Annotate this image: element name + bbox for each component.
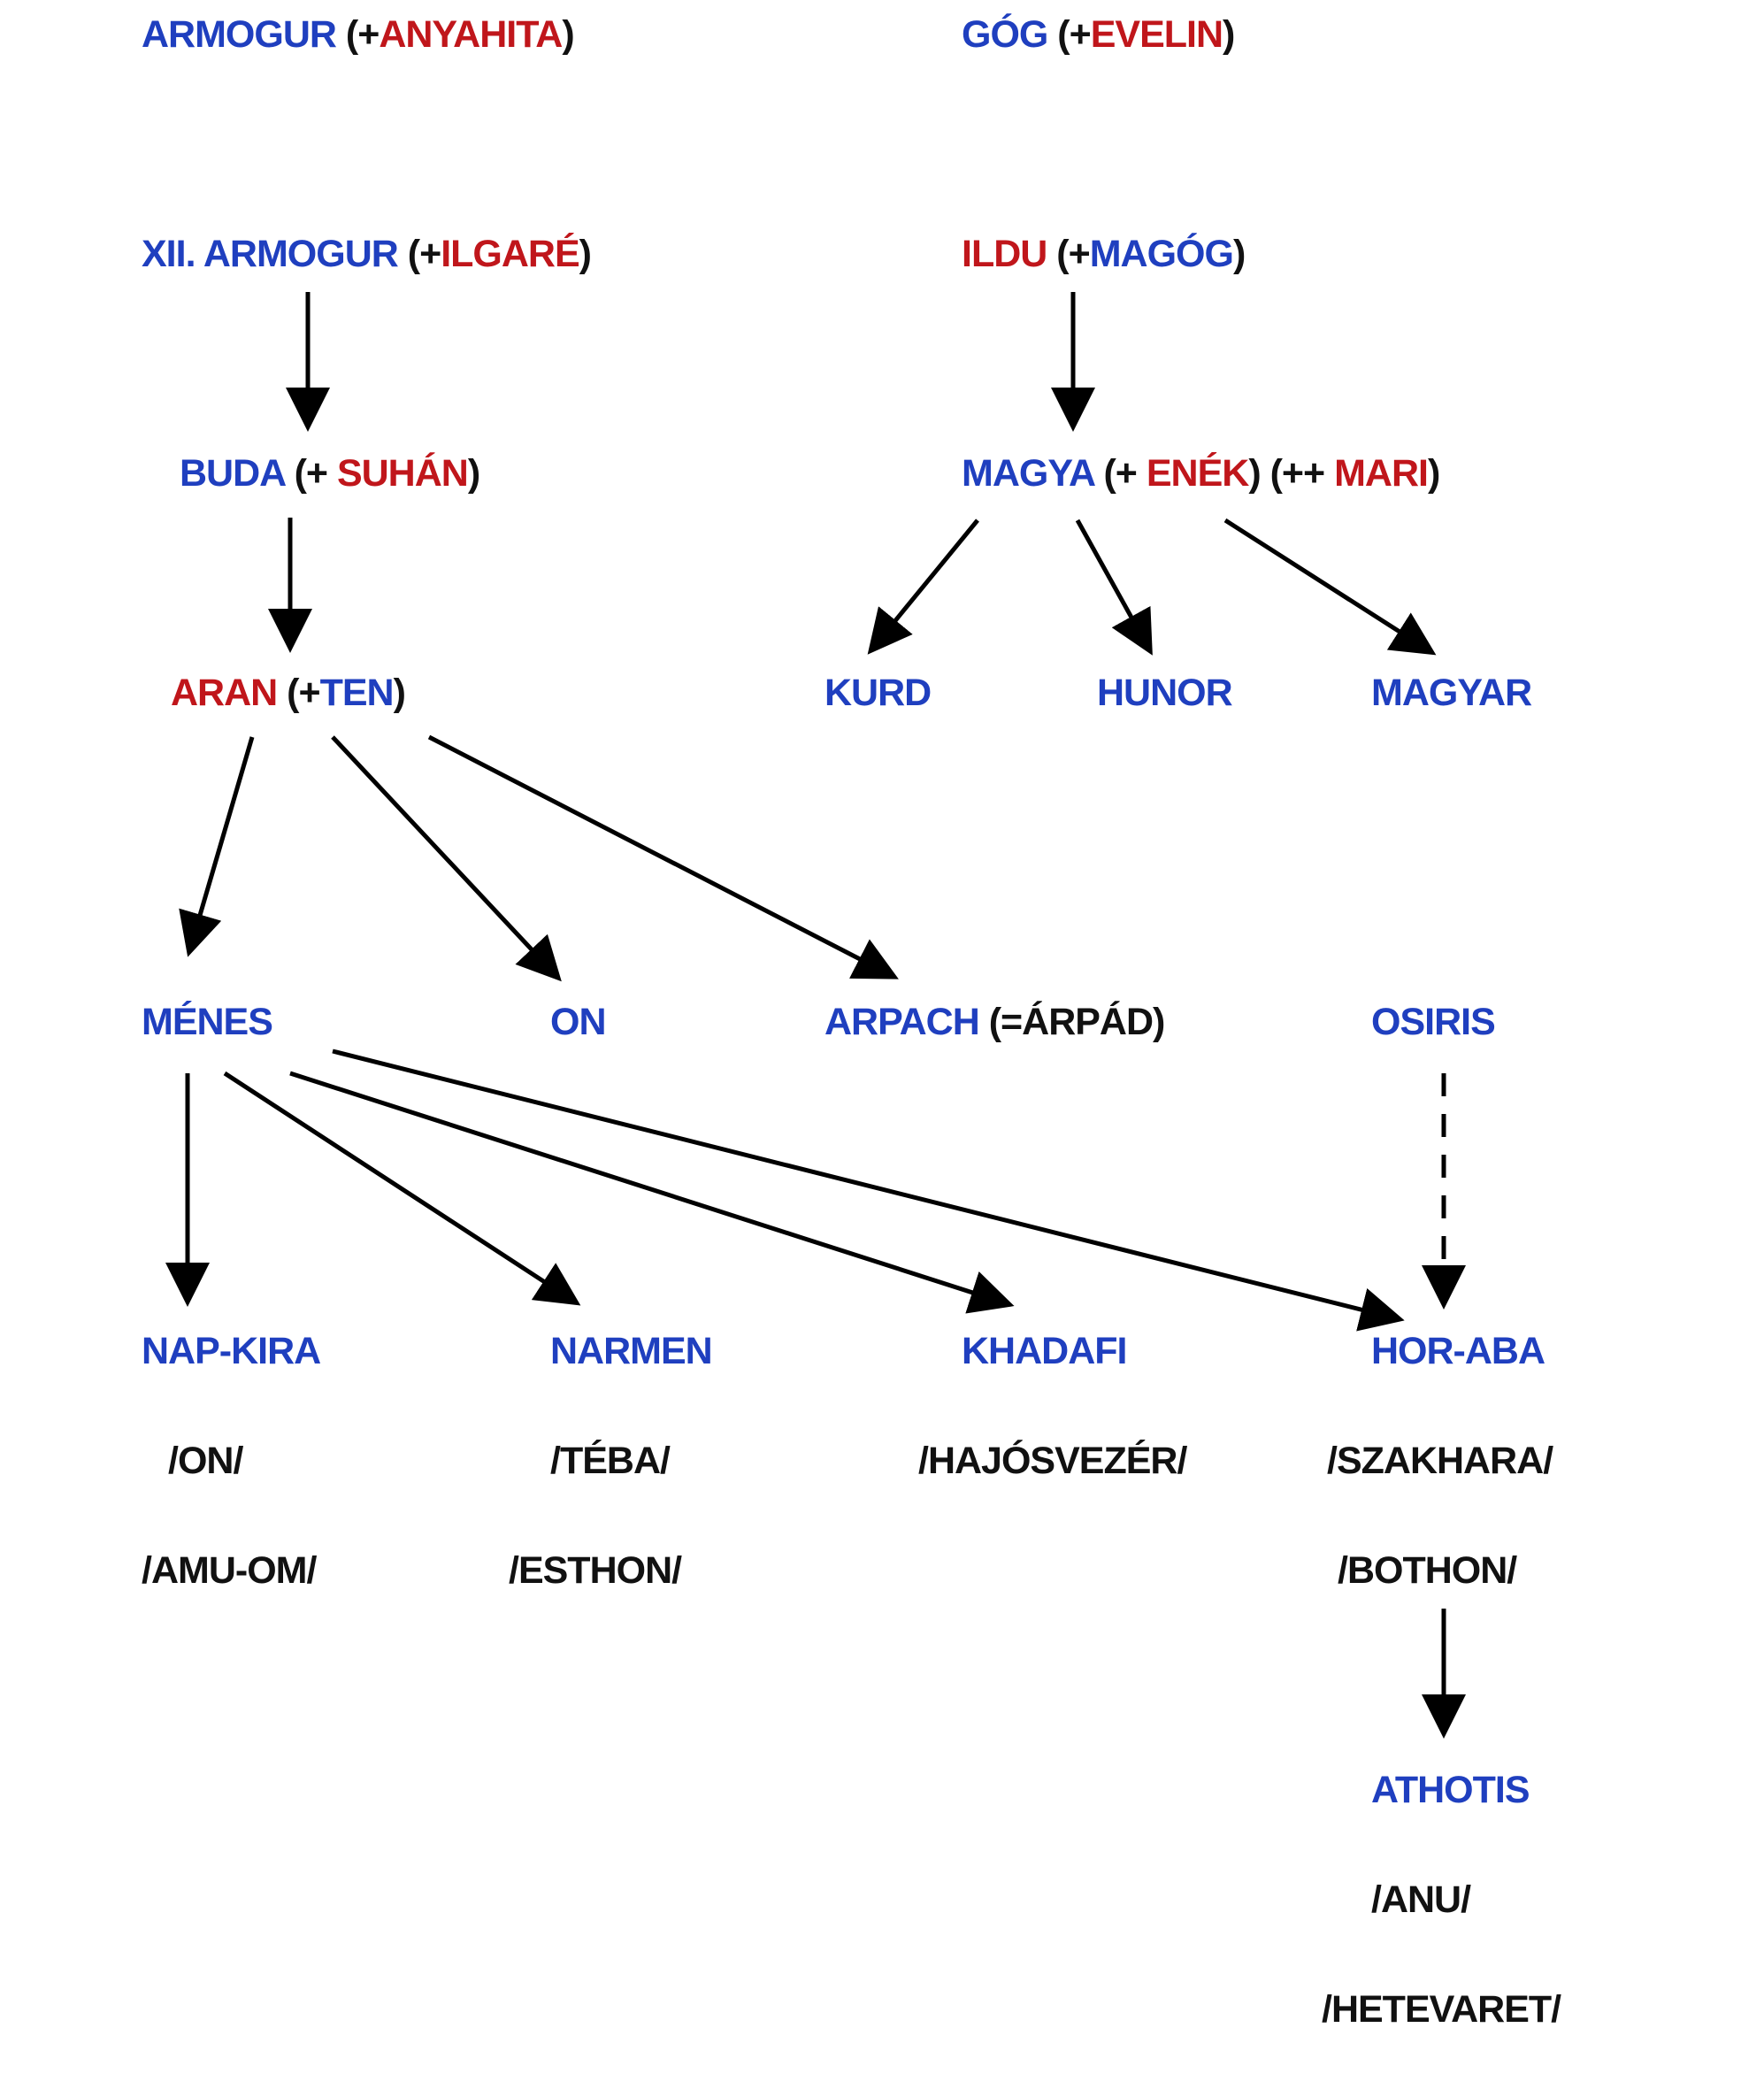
- spouse-name: TEN: [319, 672, 395, 714]
- paren-close: ): [467, 452, 480, 495]
- paren-open: (+: [1047, 233, 1090, 275]
- paren-close: ): [1427, 452, 1440, 495]
- arrow-aran-to-menes: [179, 736, 255, 957]
- paren-close: ): [1232, 233, 1246, 275]
- node-xii-armogur: XII. ARMOGUR (+ILGARÉ): [142, 233, 592, 275]
- paren-close: ): [562, 13, 574, 56]
- athotis-line2: /HETEVARET/: [1322, 1988, 1561, 2031]
- spouse-name: ENÉK: [1146, 452, 1249, 495]
- athotis-line1: /ANU/: [1371, 1878, 1471, 1921]
- napkira-line2: /AMU-OM/: [142, 1549, 317, 1592]
- node-ildu: ILDU (+MAGÓG): [962, 233, 1246, 275]
- node-name: MAGYA: [962, 452, 1095, 495]
- narmen-line1: /TÉBA/: [550, 1440, 671, 1482]
- paren-close: ): [393, 672, 406, 714]
- node-gog: GÓG (+EVELIN): [962, 13, 1235, 56]
- node-armogur: ARMOGUR (+ANYAHITA): [142, 13, 575, 56]
- horaba-line1: /SZAKHARA/: [1327, 1440, 1553, 1482]
- node-narmen: NARMEN: [550, 1330, 713, 1372]
- paren-open: (+: [1093, 452, 1147, 495]
- second-spouse-name: MARI: [1334, 452, 1429, 495]
- narmen-line2: /ESTHON/: [509, 1549, 682, 1592]
- paren-open: (+: [277, 672, 320, 714]
- arrow-aran-to-on: [331, 735, 562, 982]
- node-khadafi: KHADAFI: [962, 1330, 1127, 1372]
- node-magya: MAGYA (+ ENÉK) (++ MARI): [962, 452, 1440, 495]
- spouse-name: EVELIN: [1090, 13, 1223, 56]
- arrow-menes-to-horaba: [332, 1048, 1405, 1332]
- node-name: ARPACH: [824, 1001, 980, 1043]
- node-napkira: NAP-KIRA: [142, 1330, 321, 1372]
- node-kurd: KURD: [824, 672, 932, 714]
- paren-close: ): [1223, 13, 1235, 56]
- khadafi-line1: /HAJÓSVEZÉR/: [918, 1440, 1187, 1482]
- node-menes: MÉNES: [142, 1001, 273, 1043]
- node-name: BUDA: [180, 452, 286, 495]
- horaba-line2: /BOTHON/: [1338, 1549, 1517, 1592]
- node-buda: BUDA (+ SUHÁN): [180, 452, 480, 495]
- node-horaba: HOR-ABA: [1371, 1330, 1545, 1372]
- spouse-name: ANYAHITA: [379, 13, 563, 56]
- paren-close: ): [579, 233, 592, 275]
- napkira-line1: /ON/: [168, 1440, 243, 1482]
- paren-open: (+: [284, 452, 337, 495]
- node-name: XII. ARMOGUR: [142, 233, 399, 275]
- node-osiris: OSIRIS: [1371, 1001, 1496, 1043]
- arrow-aran-to-arpach: [427, 734, 899, 979]
- node-hunor: HUNOR: [1097, 672, 1233, 714]
- node-magyar: MAGYAR: [1371, 672, 1532, 714]
- spouse-name: ILGARÉ: [441, 233, 579, 275]
- paren-open: (+: [1047, 13, 1091, 56]
- arrow-magya-to-magyar: [1223, 518, 1437, 656]
- arrow-magya-to-hunor: [1075, 518, 1153, 656]
- spouse-name: MAGÓG: [1089, 233, 1234, 275]
- paren-open: (+: [335, 13, 380, 56]
- node-name: ARAN: [171, 672, 278, 714]
- node-athotis: ATHOTIS: [1371, 1769, 1530, 1811]
- arrow-magya-to-kurd: [867, 518, 979, 655]
- arrow-menes-to-narmen: [223, 1071, 581, 1306]
- node-aran: ARAN (+TEN): [171, 672, 406, 714]
- paren-open: (+: [397, 233, 441, 275]
- node-name: ILDU: [962, 233, 1047, 275]
- arrow-menes-to-khadafi: [289, 1071, 1015, 1314]
- paren-separator: ) (++: [1248, 452, 1335, 495]
- node-note: (=ÁRPÁD): [978, 1001, 1166, 1043]
- spouse-name: SUHÁN: [336, 452, 469, 495]
- node-name: GÓG: [962, 13, 1048, 56]
- node-on: ON: [550, 1001, 606, 1043]
- node-arpach: ARPACH (=ÁRPÁD): [824, 1001, 1166, 1043]
- node-name: ARMOGUR: [142, 13, 337, 56]
